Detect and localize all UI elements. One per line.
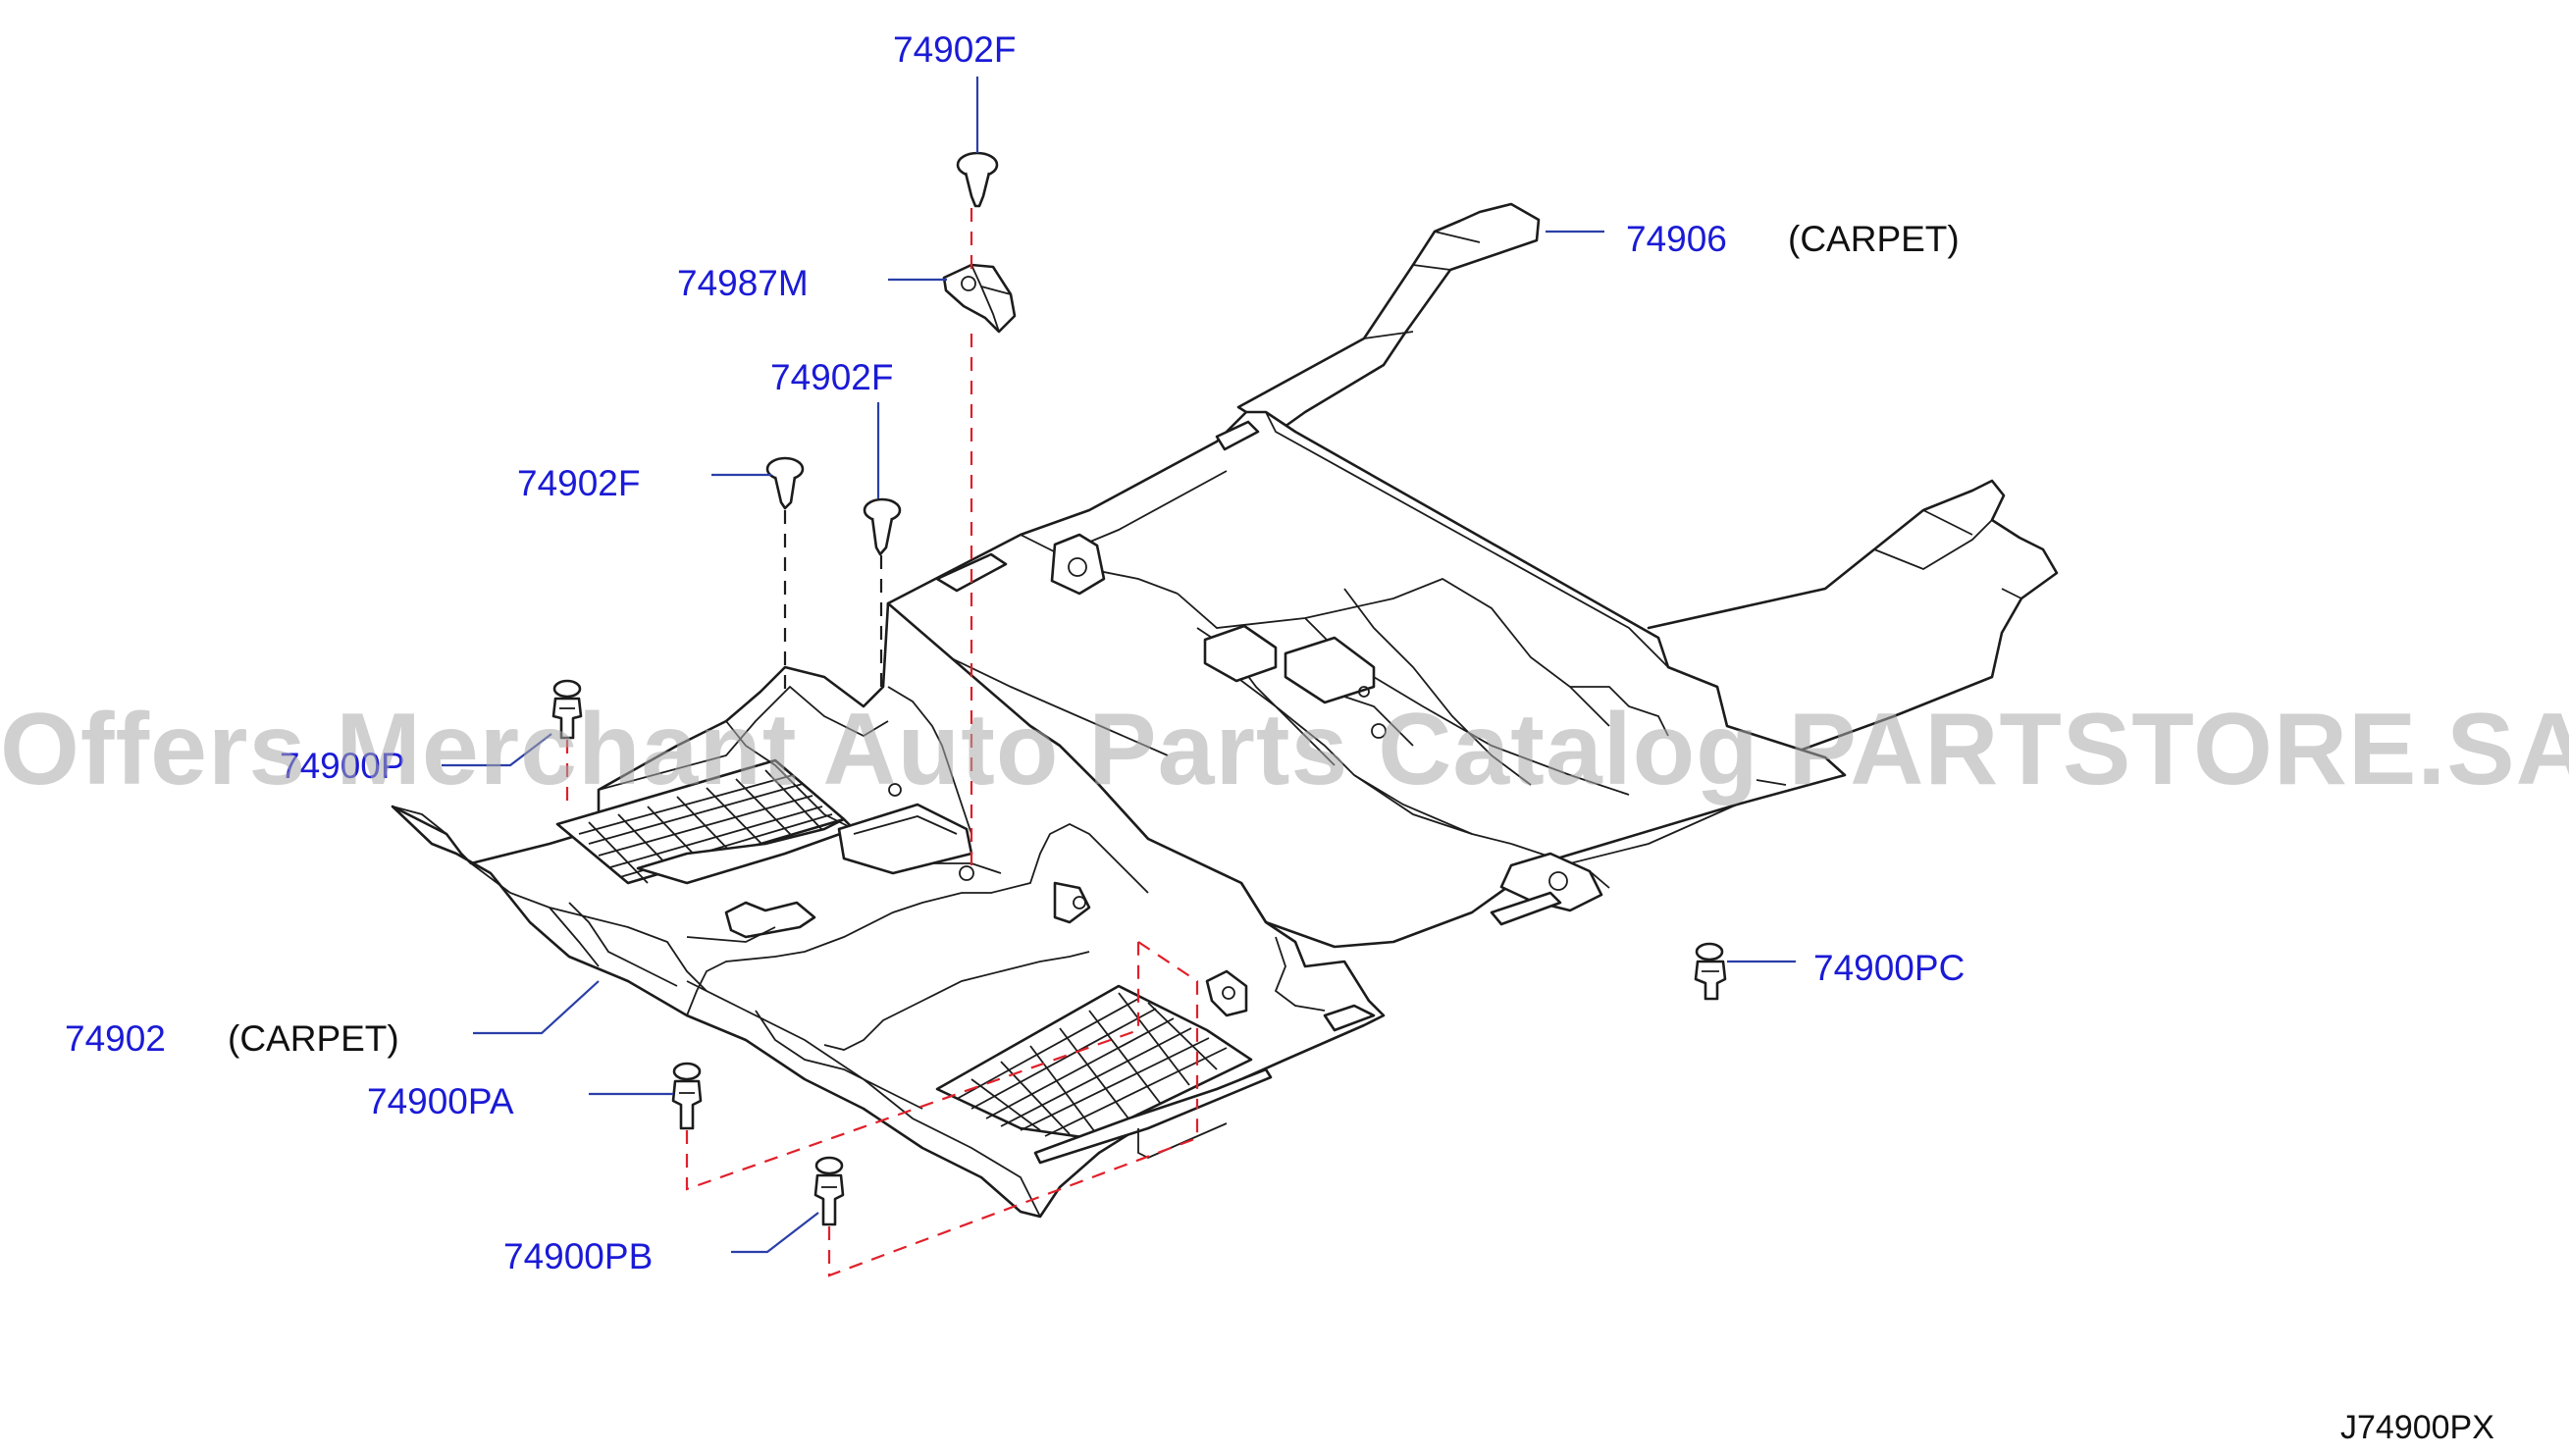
part-note-74906: (CARPET)	[1788, 219, 1960, 259]
part-number-74902f-left[interactable]: 74902F	[517, 463, 641, 503]
diagram-reference-code: J74900PX	[2340, 1409, 2494, 1446]
part-number-74902f-mid[interactable]: 74902F	[770, 357, 894, 397]
part-number-74900pb[interactable]: 74900PB	[503, 1236, 654, 1276]
part-number-74900p[interactable]: 74900P	[280, 746, 405, 786]
part-number-74902[interactable]: 74902	[65, 1018, 166, 1059]
front-carpet-drawing	[391, 601, 1386, 1219]
bracket-74987m	[942, 263, 1017, 334]
part-number-74906[interactable]: 74906	[1626, 219, 1727, 259]
clip-74902f-mid	[863, 497, 902, 556]
clip-74900p	[551, 679, 583, 740]
clip-74900pb	[813, 1156, 845, 1226]
clip-74902f-top	[956, 151, 999, 208]
clip-74902f-left	[765, 456, 805, 510]
clip-74900pa	[671, 1062, 703, 1130]
part-number-74987m[interactable]: 74987M	[677, 263, 809, 303]
alignment-lines	[565, 208, 1199, 1277]
part-note-74902: (CARPET)	[228, 1018, 399, 1059]
part-number-74902f-top[interactable]: 74902F	[893, 29, 1017, 70]
part-number-74900pc[interactable]: 74900PC	[1813, 948, 1966, 988]
watermark-text: Offers Merchant Auto Parts Catalog PARTS…	[0, 693, 2569, 806]
part-number-74900pa[interactable]: 74900PA	[367, 1081, 514, 1121]
clip-74900pc	[1694, 942, 1727, 1001]
leader-lines	[442, 77, 1796, 1254]
